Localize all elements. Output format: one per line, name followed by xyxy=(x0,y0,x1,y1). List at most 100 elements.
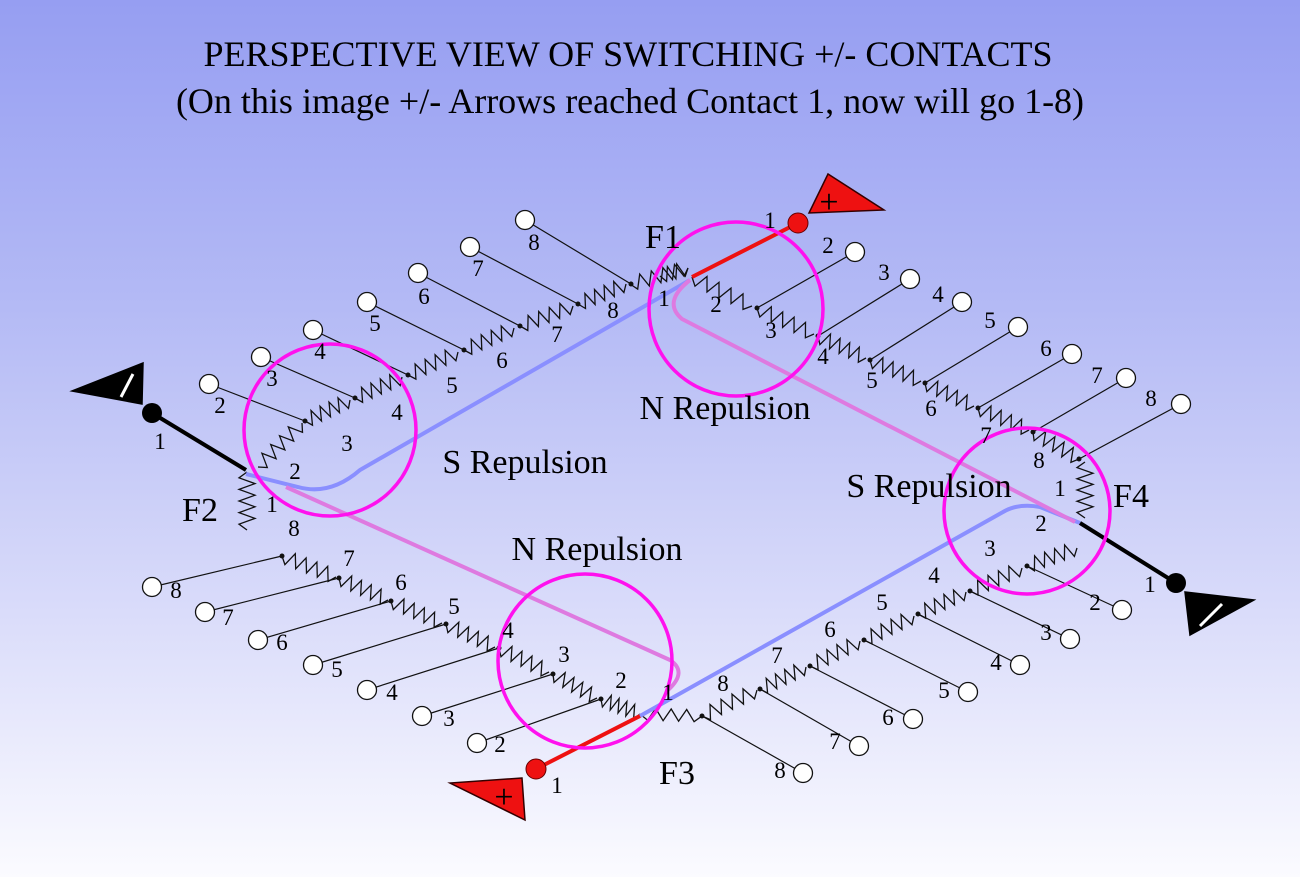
plus-top-dot xyxy=(787,212,809,234)
contact-arm xyxy=(869,301,963,361)
arm-pivot-dot xyxy=(1030,429,1036,435)
spring-coil xyxy=(924,379,975,412)
spring-coil xyxy=(977,404,1030,436)
contact-arm xyxy=(1026,565,1123,611)
contact-terminal xyxy=(141,576,163,598)
contact-terminal xyxy=(1009,654,1031,676)
plus-top-contact-label: 1 xyxy=(764,208,776,233)
contact-terminal xyxy=(1170,393,1192,415)
contact-arms-layer xyxy=(141,209,1192,784)
spring-contact-label: 3 xyxy=(558,642,570,667)
contact-arm xyxy=(312,329,409,376)
contact-arm xyxy=(977,353,1073,409)
s-repulsion-left-label: S Repulsion xyxy=(442,444,607,481)
spring-coil xyxy=(1026,543,1078,572)
spring-coil xyxy=(863,612,915,645)
contact-arm xyxy=(917,613,1021,666)
spring-contact-label: 3 xyxy=(765,318,777,343)
spring-coil xyxy=(519,301,574,332)
tracks-layer xyxy=(150,221,1178,771)
spring-coil xyxy=(281,552,337,583)
contact-terminal xyxy=(194,601,216,623)
spring-contact-label: 8 xyxy=(717,671,729,696)
arm-pivot-dot xyxy=(336,575,342,581)
minus-right-contact-label: 1 xyxy=(1144,572,1156,597)
spring-contact-label: 4 xyxy=(502,618,514,643)
contact-terminal xyxy=(792,762,814,784)
minus-left-sign xyxy=(119,373,135,398)
minus-right-dot xyxy=(1166,573,1186,593)
spring-coil xyxy=(600,693,641,721)
plus-bottom-dot xyxy=(525,758,547,780)
spring-contact-label: 4 xyxy=(391,400,403,425)
blue-track-right xyxy=(639,503,1081,718)
spring-contact-label: 1 xyxy=(662,680,674,705)
contact-terminal xyxy=(902,708,924,730)
arm-pivot-dot xyxy=(967,588,973,594)
contact-label: 4 xyxy=(314,339,326,364)
contact-label: 6 xyxy=(882,705,894,730)
repulsion-circle xyxy=(242,342,418,518)
arm-pivot-dot xyxy=(1024,563,1030,569)
spring-coil xyxy=(701,687,758,721)
contact-arm xyxy=(756,251,856,309)
arm-pivot-dot xyxy=(279,553,285,559)
contact-terminal xyxy=(957,681,979,703)
contact-label: 7 xyxy=(472,256,484,281)
contact-terminal xyxy=(1059,628,1081,650)
contact-label: 6 xyxy=(276,630,288,655)
repulsion-circle xyxy=(942,426,1112,596)
spring-contact-label: 2 xyxy=(289,459,301,484)
spring-coil xyxy=(257,422,304,469)
contact-terminal xyxy=(302,319,324,341)
repulsion-circle xyxy=(496,572,674,750)
spring-coil xyxy=(338,574,389,606)
contact-label: 5 xyxy=(331,657,343,682)
spring-contact-label: 7 xyxy=(343,546,355,571)
n-repulsion-bottom-label: N Repulsion xyxy=(512,531,683,568)
contact-terminal xyxy=(459,236,481,258)
contact-arm xyxy=(924,326,1019,384)
arm-pivot-dot xyxy=(807,663,813,669)
plus-bottom-contact-label: 1 xyxy=(551,773,563,798)
spring-contact-label: 5 xyxy=(866,368,878,393)
spring-coil xyxy=(304,396,351,427)
spring-coil xyxy=(445,620,496,653)
s-repulsion-right-label: S Repulsion xyxy=(846,468,1011,505)
contact-arm xyxy=(817,278,911,337)
title-line-1: PERSPECTIVE VIEW OF SWITCHING +/- CONTAC… xyxy=(203,34,1052,74)
arm-pivot-dot xyxy=(861,637,867,643)
contact-arm xyxy=(366,647,500,691)
n-repulsion-top-label: N Repulsion xyxy=(640,390,811,427)
spring-contact-label: 1 xyxy=(658,286,670,311)
spring-contact-label: 4 xyxy=(817,344,829,369)
minus-left-arrow xyxy=(69,361,144,405)
minus-right-sign xyxy=(1198,602,1224,628)
spring-contact-label: 7 xyxy=(771,643,783,668)
arm-pivot-dot xyxy=(388,598,394,604)
terminals-layer: ++ xyxy=(69,172,1257,822)
minus-left-contact-label: 1 xyxy=(154,429,166,454)
spring-contact-label: 6 xyxy=(925,396,937,421)
spring-contact-label: 8 xyxy=(288,516,300,541)
contact-arm xyxy=(469,246,579,305)
contact-label: 2 xyxy=(494,732,506,757)
spring-coil xyxy=(759,663,807,695)
spring-coil xyxy=(629,262,689,291)
switch-f2-label: F2 xyxy=(182,492,218,529)
spring-coil xyxy=(1032,429,1080,464)
spring-coil xyxy=(691,275,753,311)
contact-arm xyxy=(524,219,632,285)
arm-pivot-dot xyxy=(922,380,928,386)
minus-track-left xyxy=(150,411,248,472)
contact-terminal xyxy=(514,209,536,231)
arm-pivot-dot xyxy=(975,405,981,411)
spring-coil xyxy=(498,644,550,677)
spring-coil xyxy=(817,332,867,364)
spring-coil xyxy=(809,638,861,671)
arm-pivot-dot xyxy=(754,305,760,311)
arm-pivot-dot xyxy=(575,301,581,307)
spring-coil xyxy=(969,564,1023,597)
arm-pivot-dot xyxy=(628,281,634,287)
